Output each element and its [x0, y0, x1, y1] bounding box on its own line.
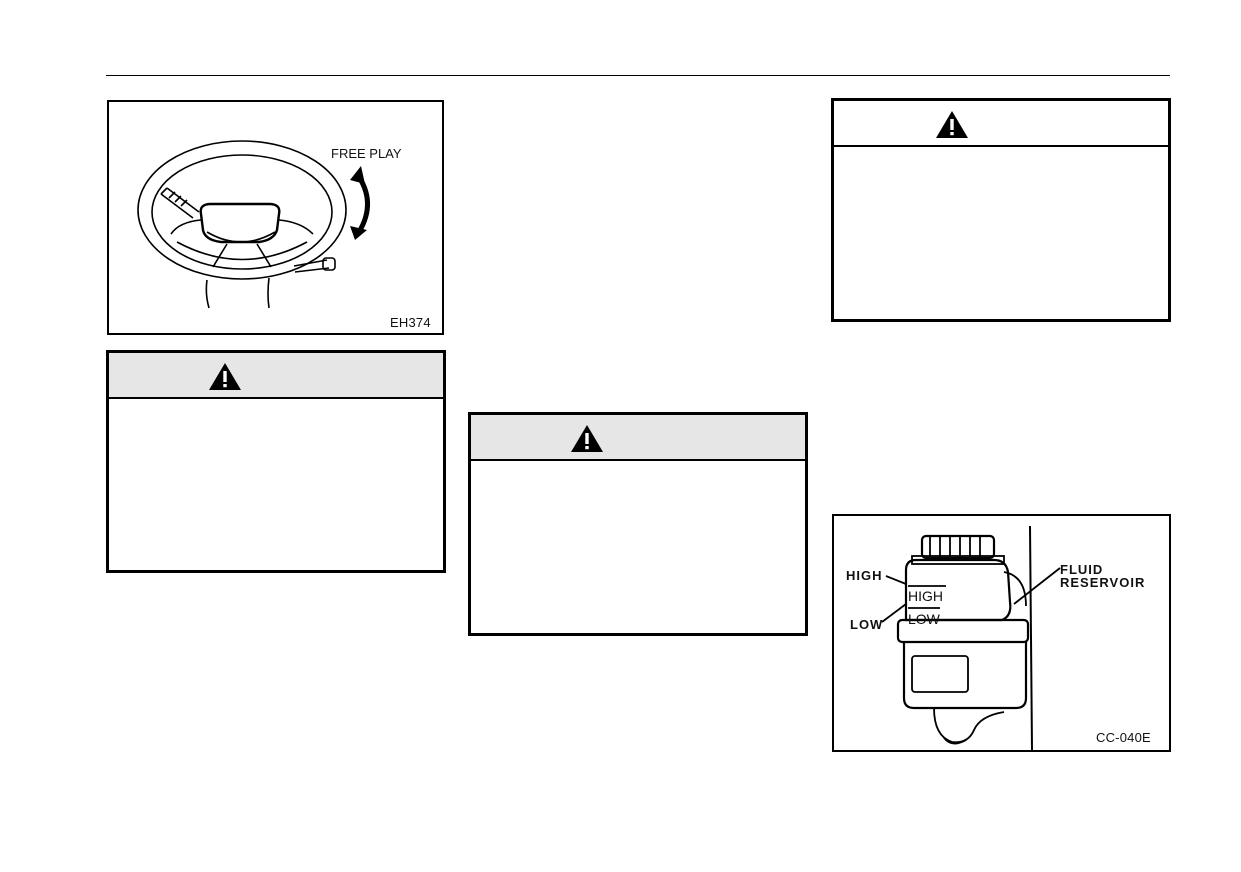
free-play-label: FREE PLAY	[331, 146, 402, 161]
warning-header	[109, 353, 443, 399]
warning-triangle-icon	[936, 111, 968, 138]
warning-header	[834, 101, 1168, 147]
fluid-reservoir-callout-line2: RESERVOIR	[1060, 575, 1146, 590]
steering-wheel-illustration	[137, 140, 370, 309]
figure-code: EH374	[390, 315, 431, 330]
high-mark-text: HIGH	[908, 588, 943, 604]
warning-triangle-icon	[571, 425, 603, 452]
warning-header	[471, 415, 805, 461]
fluid-reservoir-illustration	[881, 525, 1061, 750]
warning-triangle-icon	[209, 363, 241, 390]
steering-wheel-figure: FREE PLAY EH374	[107, 100, 444, 335]
fluid-reservoir-callout-line1: FLUID	[1060, 562, 1104, 577]
warning-box	[831, 98, 1171, 322]
high-callout: HIGH	[846, 568, 883, 583]
low-mark-text: LOW	[908, 611, 940, 627]
warning-box	[106, 350, 446, 573]
header-rule	[106, 75, 1170, 76]
figure-code: CC-040E	[1096, 730, 1151, 745]
low-callout: LOW	[850, 617, 884, 632]
fluid-reservoir-figure: HIGH LOW HIGH LOW FLUID RESERVOIR CC-040…	[832, 514, 1171, 752]
warning-box	[468, 412, 808, 636]
